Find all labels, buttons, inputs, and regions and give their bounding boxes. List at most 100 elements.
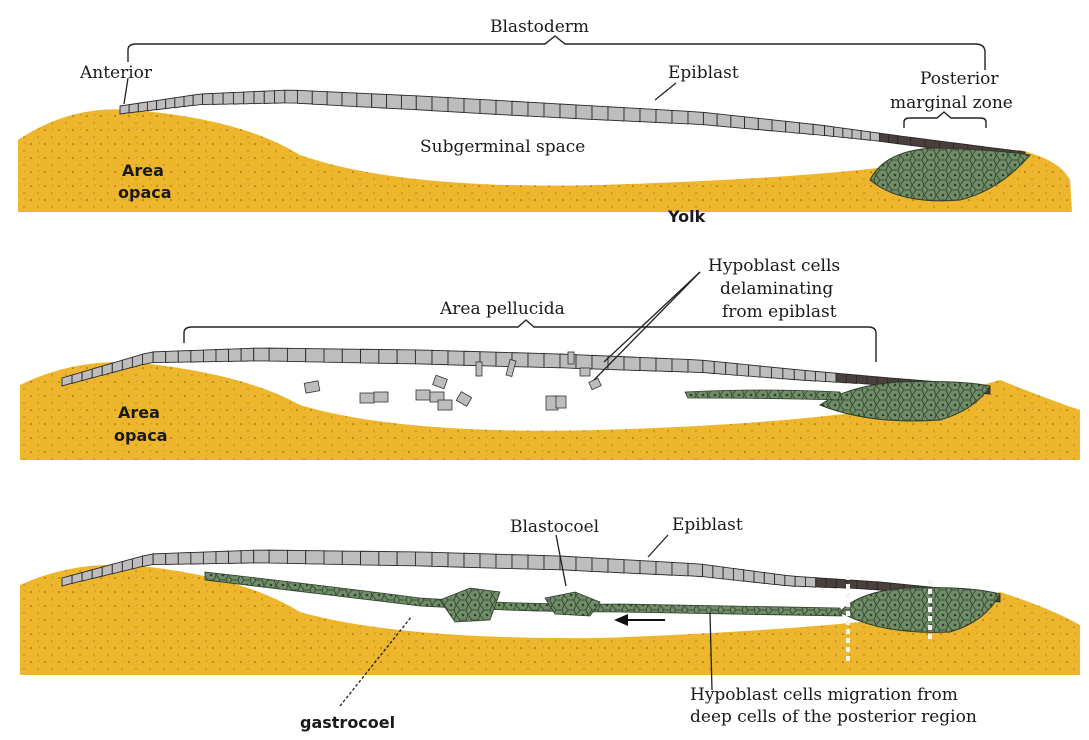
- epiblast-cell: [448, 98, 464, 113]
- epiblast-cell: [306, 551, 324, 565]
- epiblast-cell: [857, 375, 867, 384]
- epiblast-cell: [448, 553, 464, 567]
- epiblast-cell: [153, 553, 166, 564]
- epiblast-cell: [758, 118, 772, 131]
- epiblast-cell: [731, 115, 745, 128]
- epiblast-cell: [749, 365, 760, 377]
- epiblast-cell: [560, 104, 576, 119]
- epiblast-cell: [816, 578, 826, 588]
- epiblast-cell: [342, 92, 357, 106]
- epiblast-cell: [306, 349, 324, 363]
- epiblast-cell: [297, 90, 312, 104]
- panel-2: Hypoblast cells delaminating from epibla…: [20, 256, 1080, 460]
- epiblast-cell: [216, 551, 229, 564]
- epiblast-cell: [203, 350, 216, 362]
- epiblast-cell: [138, 102, 147, 112]
- epiblast-cell: [342, 551, 360, 565]
- yolk-label: Yolk: [667, 207, 706, 226]
- epiblast-cell: [480, 99, 496, 114]
- epiblast-cell: [717, 114, 731, 127]
- epiblast-cell: [415, 350, 432, 364]
- epiblast-cell: [843, 128, 852, 138]
- epiblast-cell: [287, 348, 305, 361]
- epiblast-cell: [640, 561, 656, 575]
- epiblast-cell: [166, 553, 179, 565]
- epiblast-cell: [153, 351, 166, 362]
- epiblast-cell: [191, 350, 204, 362]
- epiblast-cell: [544, 103, 560, 118]
- epiblast-cell: [733, 568, 743, 581]
- epiblast-cell: [805, 577, 815, 587]
- epiblast-cell: [576, 105, 592, 120]
- epiblast-cell: [254, 550, 269, 563]
- epiblast-cell: [264, 91, 274, 104]
- posterior-label-line1: Posterior: [920, 69, 999, 89]
- epiblast-cell: [361, 551, 379, 565]
- posterior-zone-bracket: [904, 112, 986, 128]
- epiblast-cell: [244, 92, 254, 104]
- epiblast-cell: [672, 110, 688, 124]
- epiblast-cell: [576, 355, 592, 369]
- panel-1: Blastoderm Anterior Epiblast Posterior m…: [18, 17, 1072, 226]
- epiblast-cell: [726, 363, 737, 376]
- epiblast-cell: [512, 555, 528, 569]
- epiblast-cell: [416, 96, 432, 111]
- epiblast-cell: [870, 132, 879, 141]
- area-pellucida-label: Area pellucida: [439, 299, 565, 319]
- epiblast-cell: [464, 99, 480, 114]
- epiblast-cell: [327, 92, 342, 106]
- epiblast-cell: [275, 90, 285, 103]
- epiblast-cell: [775, 574, 785, 586]
- epiblast-cell: [825, 126, 834, 137]
- epiblast-cell: [254, 91, 264, 104]
- subgerminal-label: Subgerminal space: [420, 137, 585, 157]
- epiblast-cell: [241, 348, 254, 361]
- epiblast-cell: [432, 350, 448, 364]
- epiblast-cell: [714, 361, 725, 374]
- epiblast-cell: [432, 552, 448, 566]
- area-opaca-label-2a: Area: [118, 403, 160, 422]
- epiblast-cell: [783, 368, 794, 379]
- epiblast-cell: [178, 553, 191, 565]
- hypoblast-leader-1: [604, 272, 700, 362]
- epiblast-cell: [786, 121, 800, 133]
- posterior-label-line2: marginal zone: [890, 93, 1013, 113]
- epiblast-cell: [175, 96, 184, 107]
- epiblast-cell: [193, 94, 202, 106]
- epiblast-cell: [815, 371, 825, 381]
- epiblast-cell: [142, 352, 153, 365]
- epiblast-cell: [656, 358, 672, 372]
- epiblast-cell: [496, 100, 512, 115]
- epiblast-cell: [372, 94, 387, 108]
- area-opaca-label-2b: opaca: [114, 426, 168, 445]
- epiblast-cell: [794, 369, 805, 380]
- epiblast-cell: [672, 359, 688, 372]
- epiblast-cell: [911, 137, 925, 147]
- epiblast-cell: [203, 93, 213, 104]
- epiblast-cell: [764, 573, 774, 585]
- epiblast-cell: [544, 354, 560, 368]
- epiblast-cell: [191, 552, 204, 564]
- epiblast-cell: [379, 349, 397, 363]
- blastoderm-label: Blastoderm: [490, 17, 589, 37]
- epiblast-cell: [656, 109, 672, 123]
- epiblast-cell: [241, 550, 254, 563]
- epiblast-leader-2: [648, 535, 668, 557]
- epiblast-cell: [361, 349, 379, 363]
- epiblast-cell: [867, 581, 877, 590]
- epiblast-cell: [760, 366, 771, 378]
- epiblast-cell: [592, 106, 608, 120]
- epiblast-cell: [432, 97, 448, 112]
- epiblast-cell: [826, 578, 836, 587]
- hypoblast-label-line3: from epiblast: [722, 302, 837, 322]
- epiblast-cell: [785, 575, 795, 586]
- epiblast-cell: [480, 554, 496, 568]
- epiblast-cell: [703, 360, 714, 373]
- epiblast-cell: [269, 348, 287, 361]
- epiblast-cell: [846, 374, 856, 383]
- epiblast-cell: [889, 134, 898, 143]
- epiblast-cell: [387, 94, 402, 108]
- epiblast-label-1: Epiblast: [668, 63, 739, 83]
- area-opaca-label-1b: opaca: [118, 183, 172, 202]
